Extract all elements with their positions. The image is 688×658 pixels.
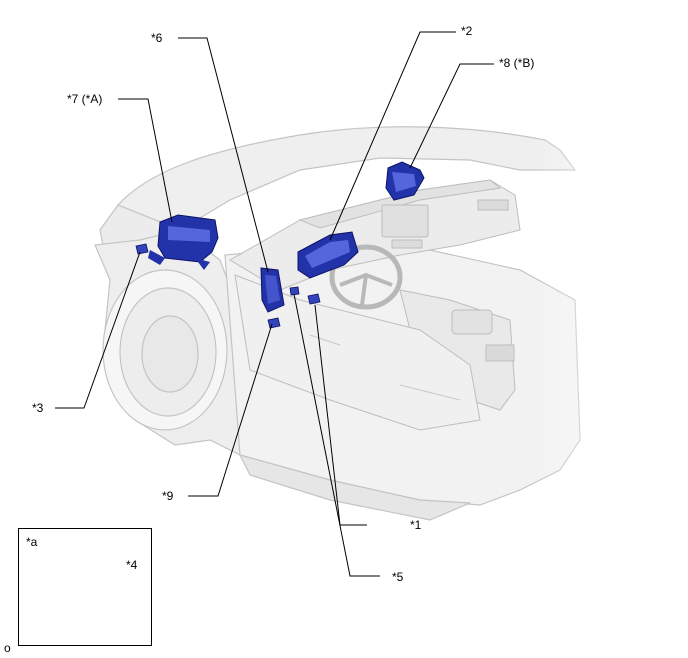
- callout-2: *2: [461, 24, 473, 38]
- callout-4: *4: [126, 558, 138, 572]
- leader-6: [178, 37, 269, 273]
- callout-9: *9: [162, 489, 174, 503]
- component-7-block: [148, 214, 219, 270]
- front-wheel: [102, 269, 228, 431]
- leader-8: [409, 63, 494, 169]
- edge-fade: [530, 120, 688, 540]
- steering-wheel: [329, 244, 403, 310]
- component-1-switch: [307, 293, 321, 305]
- callout-3: *3: [32, 401, 44, 415]
- component-3-sensor: [135, 243, 149, 255]
- leader-2: [329, 31, 456, 241]
- component-5-module: [289, 286, 300, 296]
- component-6-ecu: [260, 267, 285, 313]
- callout-6: *6: [151, 31, 163, 45]
- corner-mark: o: [4, 641, 11, 655]
- component-8-module: [385, 161, 425, 201]
- leader-7: [118, 98, 173, 223]
- callout-7: *7 (*A): [67, 92, 103, 106]
- leader-lines: [55, 31, 494, 596]
- component-2-meter: [297, 231, 359, 279]
- callout-8: *8 (*B): [499, 56, 535, 70]
- inset-box: *a: [18, 528, 152, 646]
- component-9-module: [267, 317, 281, 329]
- callout-1: *1: [410, 518, 422, 532]
- inset-label: *a: [26, 535, 38, 549]
- leader-9: [188, 323, 273, 497]
- leader-5: [293, 293, 380, 577]
- leader-3: [55, 251, 141, 409]
- callout-5: *5: [392, 570, 404, 584]
